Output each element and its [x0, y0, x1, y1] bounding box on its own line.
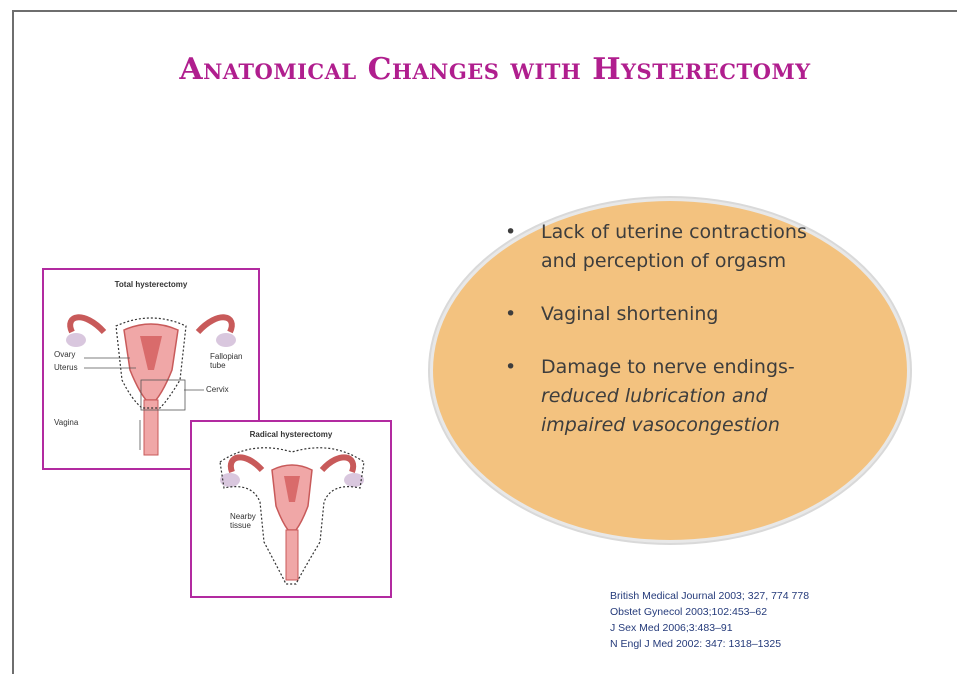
bullet-item-1: • Lack of uterine contractions and perce…	[505, 218, 835, 276]
slide-title: Anatomical Changes with Hysterectomy	[70, 52, 920, 87]
bullet-text: Damage to nerve endings-	[541, 356, 795, 378]
bullet-icon: •	[505, 300, 516, 329]
bullet-item-3: • Damage to nerve endings- reduced lubri…	[505, 353, 835, 440]
label-nearby-tissue: Nearby tissue	[230, 512, 266, 530]
references: British Medical Journal 2003; 327, 774 7…	[610, 588, 809, 652]
uterus-illustration	[192, 422, 390, 596]
label-fallopian-tube: Fallopian tube	[210, 352, 250, 370]
label-vagina: Vagina	[54, 418, 78, 427]
bullet-item-2: • Vaginal shortening	[505, 300, 835, 329]
bullet-text: Lack of uterine contractions and percept…	[541, 221, 807, 272]
bullet-icon: •	[505, 218, 516, 247]
bullet-icon: •	[505, 353, 516, 382]
bullet-text: Vaginal shortening	[541, 303, 718, 325]
reference-1: British Medical Journal 2003; 327, 774 7…	[610, 588, 809, 604]
reference-4: N Engl J Med 2002: 347: 1318–1325	[610, 636, 809, 652]
label-ovary: Ovary	[54, 350, 75, 359]
bullet-text-italic: reduced lubrication and impaired vasocon…	[541, 385, 780, 436]
reference-2: Obstet Gynecol 2003;102:453–62	[610, 604, 809, 620]
reference-3: J Sex Med 2006;3:483–91	[610, 620, 809, 636]
radical-hysterectomy-figure: Radical hysterectomy Nearby tissue	[190, 420, 392, 598]
bullet-list: • Lack of uterine contractions and perce…	[505, 218, 835, 464]
label-uterus: Uterus	[54, 363, 78, 372]
label-cervix: Cervix	[206, 385, 229, 394]
